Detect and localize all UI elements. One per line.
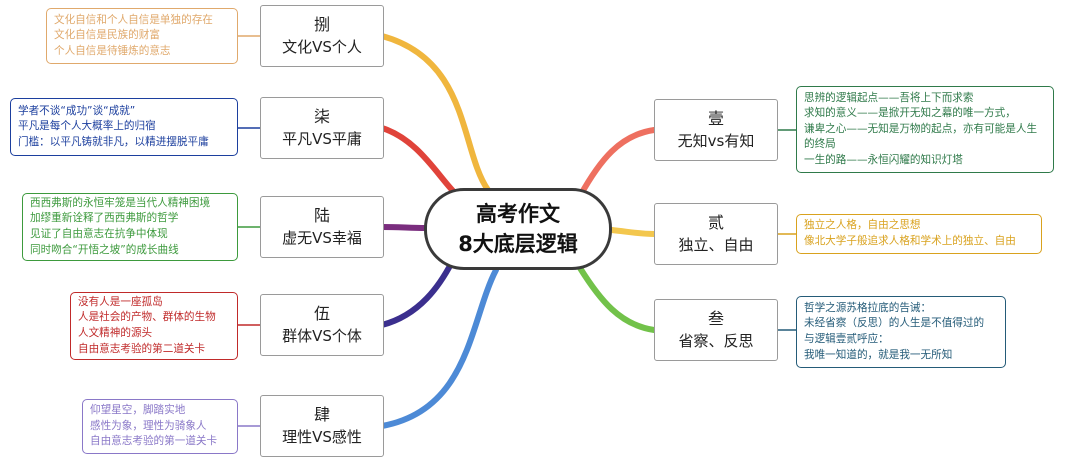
note-box-ba: 文化自信和个人自信是单独的存在 文化自信是民族的财富 个人自信是待锤炼的意志 xyxy=(46,8,238,64)
topic-node-san[interactable]: 叁 省察、反思 xyxy=(654,299,778,361)
topic-node-ba[interactable]: 捌 文化VS个人 xyxy=(260,5,384,67)
note-line: 像北大学子般追求人格和学术上的独立、自由 xyxy=(804,235,1016,247)
topic-title: 省察、反思 xyxy=(678,332,754,350)
note-box-qi: 学者不谈“成功”谈“成就” 平凡是每个人大概率上的归宿 门槛：以平凡铸就非凡，以… xyxy=(10,98,238,156)
central-topic-line1: 高考作文 xyxy=(476,202,560,226)
branch-line-si xyxy=(379,267,499,429)
topic-number: 壹 xyxy=(707,109,724,128)
topic-node-wu[interactable]: 伍 群体VS个体 xyxy=(260,294,384,356)
central-topic-line2: 8大底层逻辑 xyxy=(458,232,578,256)
note-line: 仰望星空，脚踏实地 xyxy=(90,404,186,417)
topic-title: 文化VS个人 xyxy=(282,38,362,56)
note-box-san: 哲学之源苏格拉底的告诫： 未经省察（反思）的人生是不值得过的 与逻辑壹贰呼应： … xyxy=(796,296,1006,368)
note-line: 我唯一知道的，就是我一无所知 xyxy=(804,348,953,361)
note-line: 自由意志考验的第二道关卡 xyxy=(78,342,206,355)
note-line: 感性为象，理性为骑象人 xyxy=(90,419,207,432)
branch-line-wu xyxy=(379,259,455,328)
note-line: 未经省察（反思）的人生是不值得过的 xyxy=(804,317,985,330)
branch-line-lu xyxy=(379,224,429,231)
note-line: 人文精神的源头 xyxy=(78,327,153,339)
topic-title: 平凡VS平庸 xyxy=(282,130,362,148)
branch-line-ba xyxy=(379,33,491,193)
topic-node-qi[interactable]: 柒 平凡VS平庸 xyxy=(260,97,384,159)
topic-number: 伍 xyxy=(313,304,330,323)
topic-number: 叁 xyxy=(707,309,724,328)
note-line: 哲学之源苏格拉底的告诫： xyxy=(804,301,932,314)
note-box-lu: 西西弗斯的永恒牢笼是当代人精神困境 加缪重新诠释了西西弗斯的哲学 见证了自由意志… xyxy=(22,193,238,261)
note-line: 文化自信是民族的财富 xyxy=(54,29,160,42)
topic-number: 陆 xyxy=(313,206,330,225)
topic-node-er[interactable]: 贰 独立、自由 xyxy=(654,203,778,265)
note-box-yi: 思辨的逻辑起点——吾将上下而求索 求知的意义——是掀开无知之幕的唯一方式， 谦卑… xyxy=(796,86,1054,173)
note-line: 加缪重新诠释了西西弗斯的哲学 xyxy=(30,212,179,225)
note-line: 与逻辑壹贰呼应： xyxy=(804,333,889,345)
branch-line-er xyxy=(609,227,657,237)
note-line: 个人自信是待锤炼的意志 xyxy=(54,44,171,57)
note-line: 谦卑之心——无知是万物的起点，亦有可能是人生的终局 xyxy=(804,122,1038,151)
note-line: 西西弗斯的永恒牢笼是当代人精神困境 xyxy=(30,196,211,209)
note-line: 独立之人格，自由之思想 xyxy=(804,219,921,232)
note-line: 见证了自由意志在抗争中体现 xyxy=(30,228,168,240)
note-box-er: 独立之人格，自由之思想 像北大学子般追求人格和学术上的独立、自由 xyxy=(796,214,1042,254)
branch-line-san xyxy=(577,265,657,333)
note-line: 求知的意义——是掀开无知之幕的唯一方式， xyxy=(804,107,1016,120)
note-line: 门槛：以平凡铸就非凡，以精进摆脱平庸 xyxy=(18,135,209,148)
note-box-wu: 没有人是一座孤岛 人是社会的产物、群体的生物 人文精神的源头 自由意志考验的第二… xyxy=(70,292,238,360)
topic-number: 贰 xyxy=(707,213,724,232)
note-line: 没有人是一座孤岛 xyxy=(78,295,163,308)
note-line: 思辨的逻辑起点——吾将上下而求索 xyxy=(804,91,974,104)
note-line: 一生的路——永恒闪耀的知识灯塔 xyxy=(804,153,963,166)
topic-title: 理性VS感性 xyxy=(282,428,362,446)
topic-title: 虚无VS幸福 xyxy=(282,229,362,247)
topic-node-lu[interactable]: 陆 虚无VS幸福 xyxy=(260,196,384,258)
note-line: 平凡是每个人大概率上的归宿 xyxy=(18,120,156,133)
central-topic[interactable]: 高考作文 8大底层逻辑 xyxy=(424,188,612,270)
topic-number: 捌 xyxy=(313,15,330,34)
topic-node-si[interactable]: 肆 理性VS感性 xyxy=(260,395,384,457)
note-line: 学者不谈“成功”谈“成就” xyxy=(18,104,136,117)
topic-title: 群体VS个体 xyxy=(282,327,362,345)
topic-title: 无知vs有知 xyxy=(677,132,755,150)
note-line: 人是社会的产物、群体的生物 xyxy=(78,311,216,324)
branch-line-qi xyxy=(379,125,461,199)
note-line: 同时吻合“开悟之坡”的成长曲线 xyxy=(30,243,179,256)
topic-number: 柒 xyxy=(313,107,330,126)
note-line: 自由意志考验的第一道关卡 xyxy=(90,435,218,448)
topic-title: 独立、自由 xyxy=(678,236,754,254)
topic-node-yi[interactable]: 壹 无知vs有知 xyxy=(654,99,778,161)
topic-number: 肆 xyxy=(313,405,330,424)
note-line: 文化自信和个人自信是单独的存在 xyxy=(54,13,213,26)
note-box-si: 仰望星空，脚踏实地 感性为象，理性为骑象人 自由意志考验的第一道关卡 xyxy=(82,399,238,454)
branch-line-yi xyxy=(577,127,657,199)
